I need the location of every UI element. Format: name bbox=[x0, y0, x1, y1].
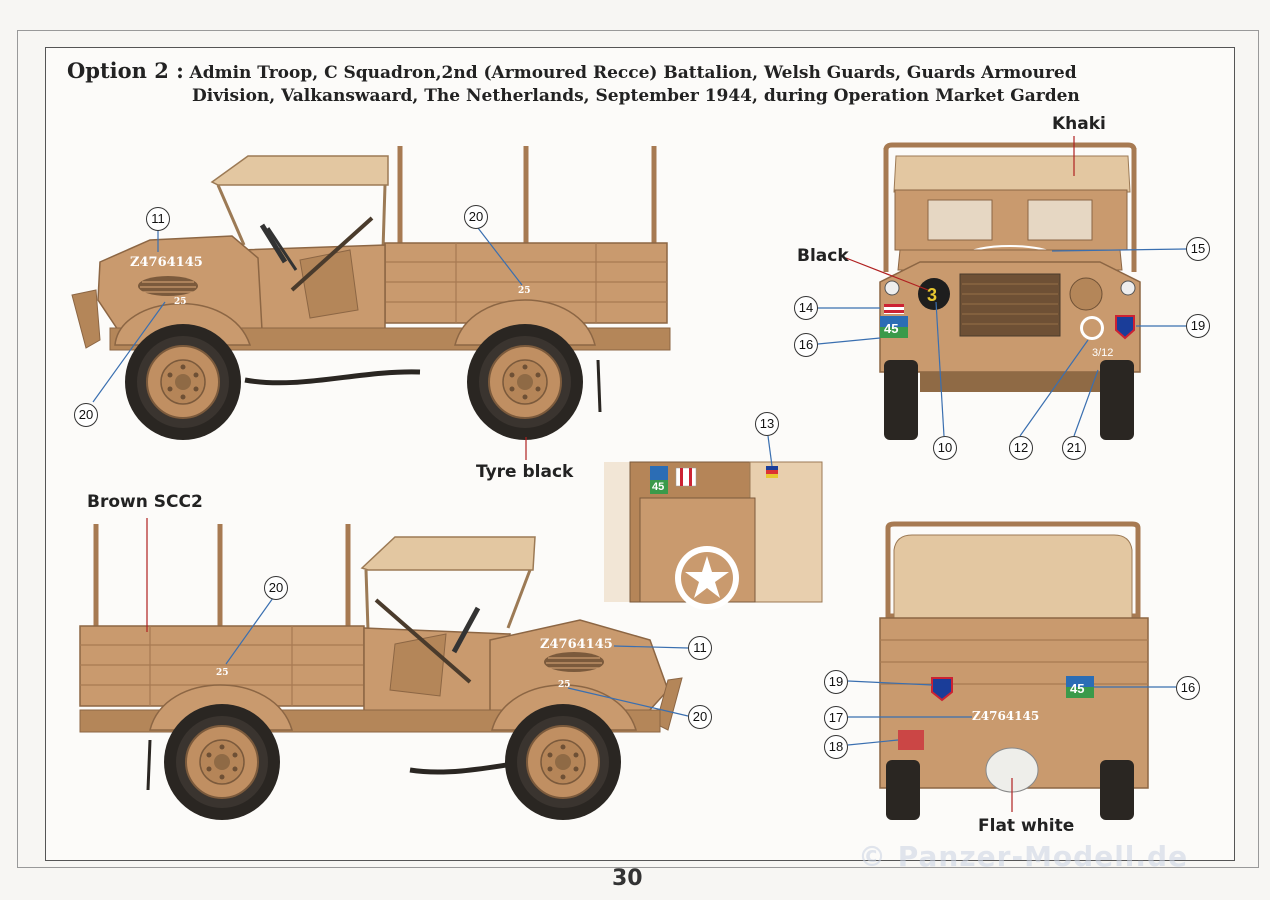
side-view-right: Z4764145 25 25 bbox=[79, 524, 683, 821]
callout-16: 16 bbox=[794, 333, 818, 357]
callout-18: 18 bbox=[824, 735, 848, 759]
callout-11: 11 bbox=[688, 636, 712, 660]
hood-registration-right: Z4764145 bbox=[540, 637, 613, 652]
title-line-1: Admin Troop, C Squadron,2nd (Armoured Re… bbox=[189, 63, 1077, 83]
callout-19: 19 bbox=[1186, 314, 1210, 338]
bridge-plate-number: 3 bbox=[927, 285, 937, 305]
inset-unit-code: 45 bbox=[652, 481, 664, 493]
side-view-left: Z4764145 25 25 bbox=[71, 146, 671, 441]
option-number: Option 2 : bbox=[67, 58, 184, 83]
callout-20: 20 bbox=[688, 705, 712, 729]
page-number: 30 bbox=[612, 866, 643, 891]
label-black: Black bbox=[797, 246, 849, 266]
callout-13: 13 bbox=[755, 412, 779, 436]
callout-17: 17 bbox=[824, 706, 848, 730]
label-tyre-black: Tyre black bbox=[476, 462, 574, 482]
callout-15: 15 bbox=[1186, 237, 1210, 261]
hood-registration-left: Z4764145 bbox=[130, 255, 203, 270]
bed-number-left: 25 bbox=[518, 286, 531, 296]
front-view: 3 45 3/12 bbox=[879, 142, 1141, 440]
bed-number-right: 25 bbox=[216, 668, 229, 678]
label-brown-scc2: Brown SCC2 bbox=[87, 492, 203, 512]
option-title: Option 2 : Admin Troop, C Squadron,2nd (… bbox=[67, 58, 1207, 106]
callout-20: 20 bbox=[264, 576, 288, 600]
rear-unit-code: 45 bbox=[1070, 681, 1084, 696]
callout-12: 12 bbox=[1009, 436, 1033, 460]
front-unit-code: 45 bbox=[884, 321, 898, 336]
callout-10: 10 bbox=[933, 436, 957, 460]
title-line-2: Division, Valkanswaard, The Netherlands,… bbox=[192, 86, 1080, 106]
label-khaki: Khaki bbox=[1052, 114, 1106, 134]
bumper-code: 3/12 bbox=[1092, 347, 1113, 359]
rear-registration: Z4764145 bbox=[972, 709, 1039, 723]
fender-number-right: 25 bbox=[558, 680, 571, 690]
callout-14: 14 bbox=[794, 296, 818, 320]
bumper-detail-inset: 45 bbox=[604, 461, 823, 610]
callout-20: 20 bbox=[464, 205, 488, 229]
rear-view: 45 Z4764145 bbox=[879, 521, 1149, 820]
callout-16: 16 bbox=[1176, 676, 1200, 700]
callout-20: 20 bbox=[74, 403, 98, 427]
callout-21: 21 bbox=[1062, 436, 1086, 460]
label-flat-white: Flat white bbox=[978, 816, 1075, 836]
callout-19: 19 bbox=[824, 670, 848, 694]
watermark: © Panzer-Modell.de bbox=[858, 840, 1189, 873]
callout-11: 11 bbox=[146, 207, 170, 231]
outer-border bbox=[17, 30, 1259, 868]
fender-number-left: 25 bbox=[174, 297, 187, 307]
